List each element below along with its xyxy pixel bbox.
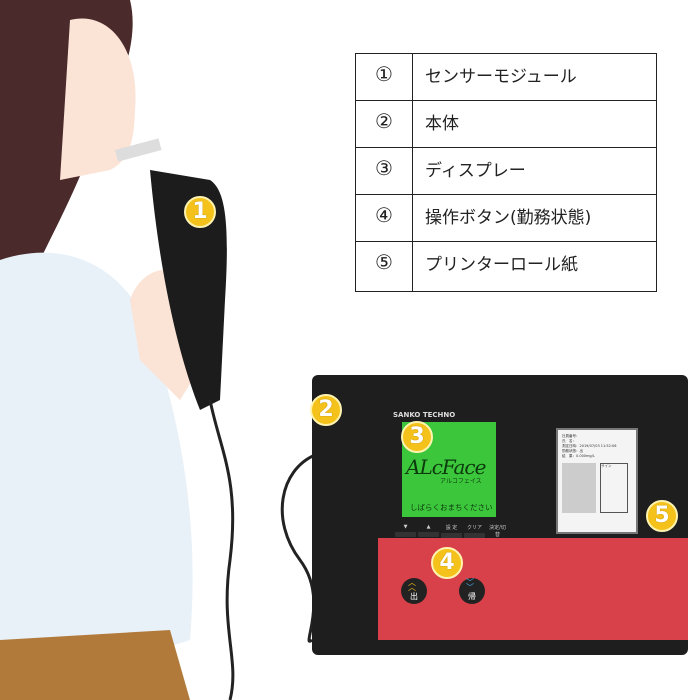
key-settings[interactable]: 設 定 — [441, 524, 462, 545]
marker-3: 3 — [401, 421, 433, 453]
face — [60, 18, 136, 180]
screen-message: しばらくおまちください — [410, 503, 493, 512]
skirt — [0, 630, 190, 700]
marker-5: 5 — [646, 500, 678, 532]
mouthpiece — [115, 138, 162, 162]
marker-4: 4 — [431, 547, 463, 579]
marker-2: 2 — [310, 394, 342, 426]
shirt — [0, 252, 193, 700]
operation-panel — [378, 538, 688, 640]
leave-button[interactable]: ﹀﹀帰 — [459, 578, 485, 604]
signature-box: サイン — [600, 463, 628, 513]
marker-1: 1 — [184, 196, 216, 228]
logo-subtitle: アルコフェイス — [440, 478, 482, 485]
brand-label: SANKO TECHNO — [393, 411, 456, 419]
key-up[interactable]: ▲ — [418, 524, 439, 545]
face-photo — [562, 463, 596, 513]
arrive-button[interactable]: ︿︿出 — [401, 578, 427, 604]
cable — [208, 399, 235, 700]
sensor-module — [150, 170, 227, 410]
chevron-up-icon: ︿︿ — [408, 578, 416, 592]
cable — [280, 453, 316, 643]
key-clear[interactable]: クリア — [464, 524, 485, 545]
chevron-down-icon: ﹀﹀ — [466, 578, 474, 592]
printer-receipt: 社員番号： 氏 名： 測定日時：2019/07/03 11:52:06 勤務状態… — [556, 428, 638, 534]
key-down[interactable]: ▼ — [395, 524, 416, 545]
alcface-logo: ALcFace — [406, 455, 486, 479]
